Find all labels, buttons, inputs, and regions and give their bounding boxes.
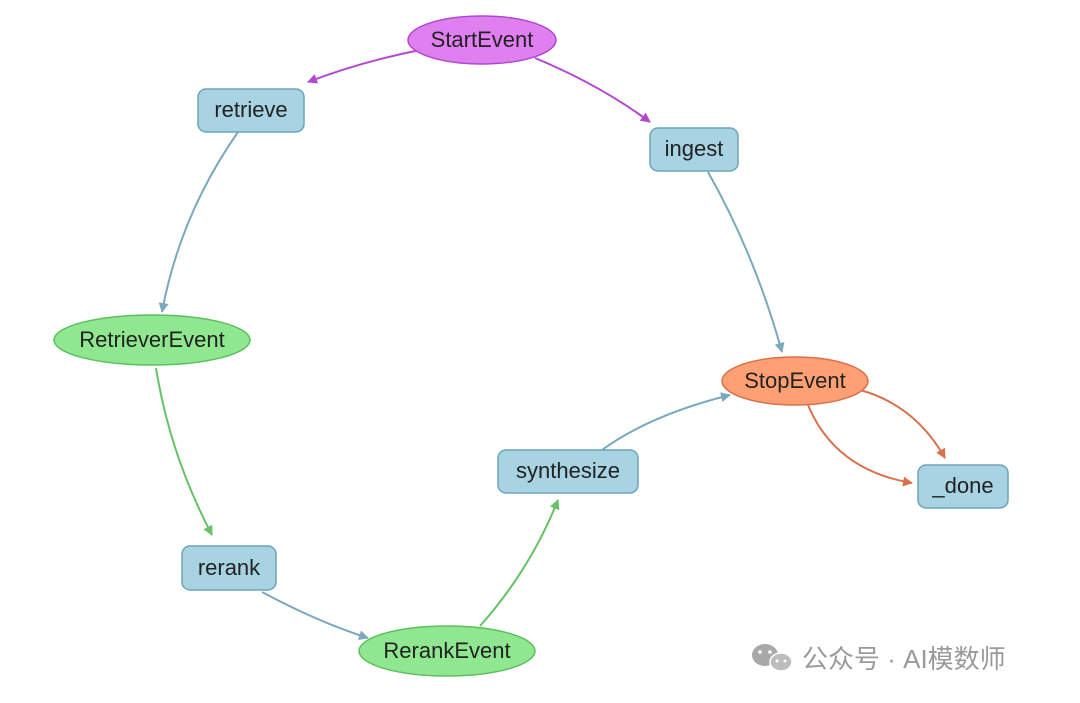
node-label: RerankEvent [383, 638, 510, 663]
node-label: synthesize [516, 458, 620, 483]
nodes: StartEvent retrieve ingest RetrieverEven… [53, 15, 1009, 677]
node-label: StartEvent [431, 27, 534, 52]
node-ingest[interactable]: ingest [649, 127, 739, 172]
edges [155, 49, 946, 641]
node-rerank[interactable]: rerank [181, 545, 277, 591]
node-start-event[interactable]: StartEvent [407, 15, 557, 65]
edge-stopevent-to-done-upper [859, 389, 946, 459]
edge-ingest-to-stopevent [707, 171, 785, 353]
node-label: rerank [198, 555, 261, 580]
node-done[interactable]: _done [917, 464, 1009, 509]
edge-rerankevent-to-synthesize [479, 499, 560, 627]
node-synthesize[interactable]: synthesize [497, 449, 639, 494]
node-retrieve[interactable]: retrieve [197, 88, 305, 133]
edge-retrieverevent-to-rerank [155, 367, 213, 536]
node-label: retrieve [214, 97, 287, 122]
wechat-icon [752, 644, 793, 672]
edge-start-to-retrieve [307, 49, 421, 84]
watermark: 公众号 · AI模数师 [752, 644, 1006, 674]
node-label: StopEvent [744, 368, 846, 393]
watermark-text: 公众号 · AI模数师 [802, 644, 1006, 674]
edge-rerank-to-rerankevent [261, 591, 369, 641]
node-label: ingest [665, 136, 724, 161]
edge-stopevent-to-done-lower [807, 404, 913, 487]
edge-retrieve-to-retrieverevent [158, 131, 239, 313]
node-rerank-event[interactable]: RerankEvent [358, 625, 536, 677]
node-label: _done [931, 473, 993, 498]
edge-start-to-ingest [534, 57, 651, 123]
node-retriever-event[interactable]: RetrieverEvent [53, 314, 251, 366]
node-label: RetrieverEvent [79, 327, 225, 352]
edge-synthesize-to-stopevent [601, 392, 731, 451]
node-stop-event[interactable]: StopEvent [721, 356, 869, 406]
